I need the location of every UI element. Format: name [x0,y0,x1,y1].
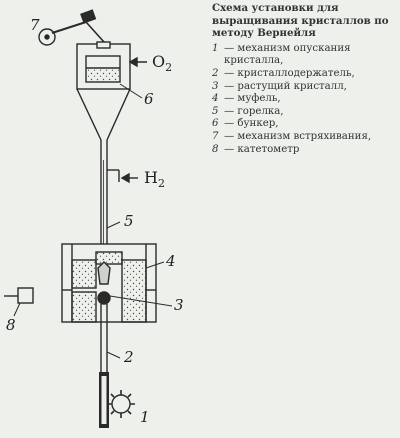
legend-item: 8 — катетометр [212,144,396,157]
legend-item-number: 4 [212,93,219,105]
legend-item-number: 5 [212,105,219,117]
legend-item-text: — механизм опускания кристалла, [224,42,351,67]
legend-item: 1 — механизм опускания кристалла, [212,43,396,68]
legend-item: 3 — растущий кристалл, [212,81,396,94]
legend-item: 2 — кристаллодержатель, [212,68,396,81]
legend-item: 4 — муфель, [212,93,396,106]
hydrogen-label: H2 [144,168,165,191]
legend-item-text: — муфель, [224,93,281,105]
legend-item-number: 7 [212,130,219,142]
legend-item-number: 6 [212,118,219,130]
legend-item-text: — кристаллодержатель, [224,67,355,79]
label-7: 7 [30,16,40,34]
legend-item-text: — горелка, [224,105,284,117]
label-6: 6 [144,90,154,108]
shaking-mechanism [38,9,105,46]
label-1: 1 [140,408,150,426]
legend-item-text: — катетометр [224,143,300,155]
label-4: 4 [166,252,176,270]
legend-item-text: — механизм встряхивания, [224,130,372,142]
legend-item: 7 — механизм встряхивания, [212,131,396,144]
label-3: 3 [174,296,184,314]
caption-title: Схема установки для выращивания кристалл… [212,2,389,40]
legend-item: 6 — бункер, [212,118,396,131]
legend-item-number: 1 [212,42,219,54]
legend-item-text: — растущий кристалл, [224,80,347,92]
hopper [76,41,147,141]
burner [100,140,138,262]
oxygen-label: O2 [152,52,173,75]
label-2: 2 [124,348,134,366]
cathetometer [4,287,34,317]
legend-item-number: 3 [212,80,219,92]
label-8: 8 [6,316,16,334]
label-5: 5 [124,212,134,230]
lowering-mechanism [99,372,135,428]
legend: 1 — механизм опускания кристалла, 2 — крист… [212,43,396,156]
legend-item-number: 8 [212,143,219,155]
legend-item-text: — бункер, [224,118,279,130]
muffle [61,243,165,323]
diagram-caption: Схема установки для выращивания кристалл… [212,2,396,156]
crystal-and-holder [97,261,173,376]
legend-item-number: 2 [212,67,219,79]
legend-item: 5 — горелка, [212,106,396,119]
